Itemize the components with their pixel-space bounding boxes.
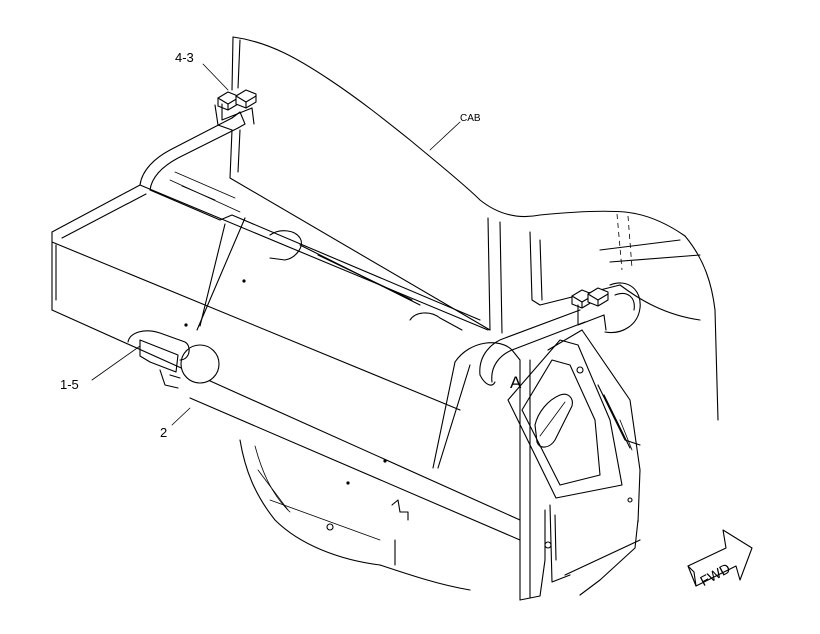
fwd-direction-arrow: FWD bbox=[687, 529, 753, 589]
callout-view-a: A bbox=[510, 373, 522, 392]
undercarriage bbox=[239, 439, 471, 591]
callout-cab: CAB bbox=[460, 113, 481, 124]
handrail-left bbox=[139, 89, 257, 191]
handrail-right bbox=[479, 282, 641, 386]
right-end-bracket bbox=[454, 329, 641, 601]
callout-4-3: 4-3 bbox=[175, 50, 194, 65]
cab-outline bbox=[229, 36, 719, 421]
callout-2: 2 bbox=[160, 425, 167, 440]
callout-1-5: 1-5 bbox=[60, 377, 79, 392]
front-panel bbox=[51, 217, 521, 541]
leader-lines bbox=[91, 63, 461, 426]
